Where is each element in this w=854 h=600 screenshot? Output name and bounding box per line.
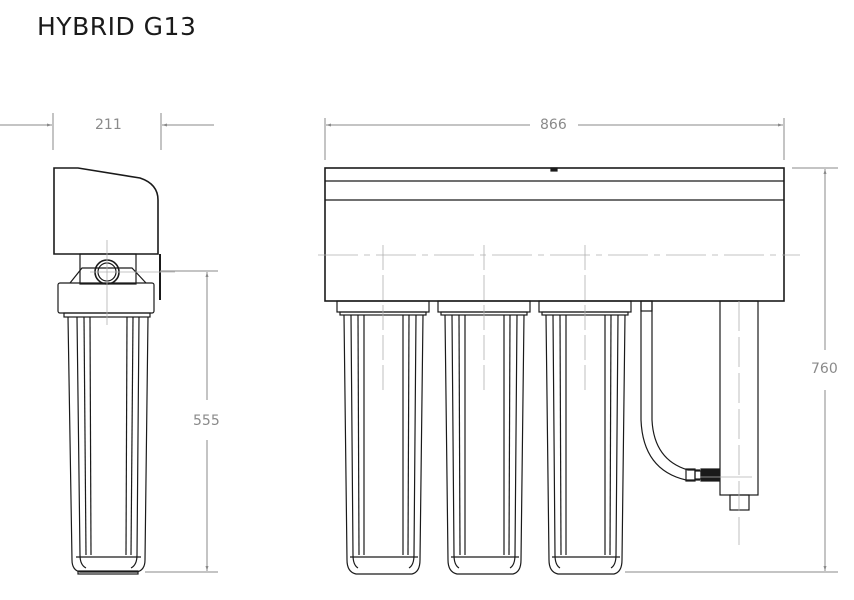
dimension-label-side-width: 211	[92, 117, 125, 133]
hose	[640, 301, 700, 481]
side-view	[0, 113, 218, 575]
dimension-label-side-height: 555	[190, 413, 223, 429]
dimension-label-front-width: 866	[537, 117, 570, 133]
side-filter-bowl	[67, 316, 149, 573]
dimension-side-height	[145, 270, 218, 573]
dimension-label-front-height: 760	[808, 361, 841, 377]
side-head-cover	[53, 167, 159, 255]
filter-bowl-3	[538, 245, 632, 575]
dimension-front-height	[625, 167, 838, 573]
product-title: HYBRID G13	[37, 12, 197, 41]
filter-bowl-1	[336, 245, 430, 575]
dimension-side-width	[0, 113, 214, 150]
dimension-front-width	[324, 118, 785, 160]
hose-fitting	[685, 468, 720, 482]
front-head-housing	[324, 167, 785, 302]
filter-bowl-2	[437, 245, 531, 575]
front-view	[318, 118, 838, 575]
